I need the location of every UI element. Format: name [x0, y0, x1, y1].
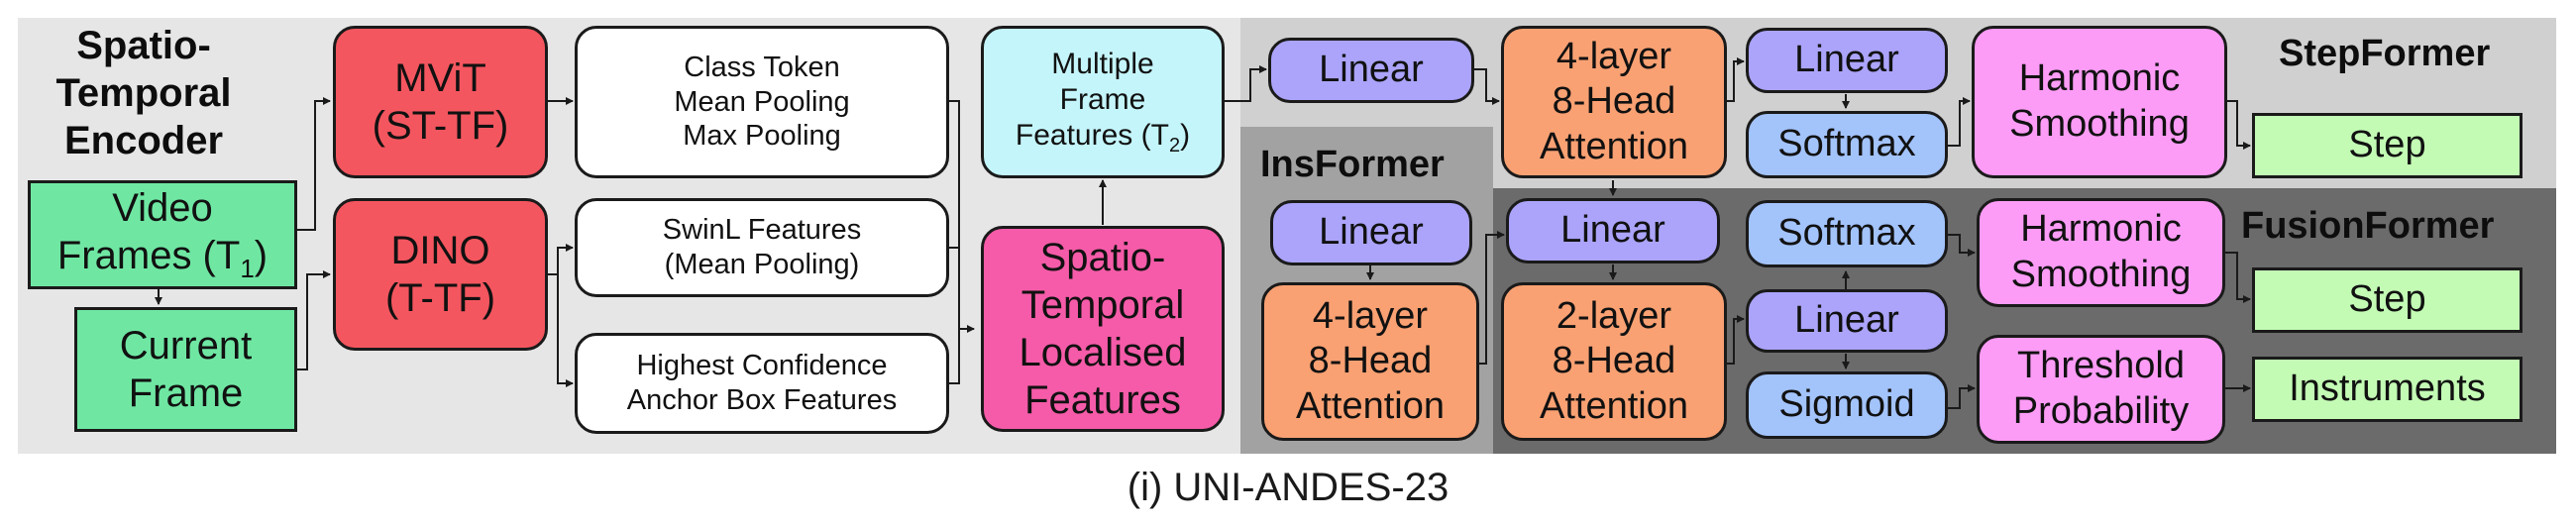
fusion-attention-box: 2-layer 8-Head Attention	[1501, 282, 1727, 441]
arrow-fussigmoid-threshold	[1948, 384, 1976, 409]
step-linear2-label: Linear	[1794, 39, 1899, 81]
ins-linear-box: Linear	[1270, 200, 1472, 265]
arrow-fussoftmax-harmonic	[1948, 234, 1976, 257]
figure-caption: (i) UNI-ANDES-23	[1127, 466, 1449, 509]
step-linear-box: Linear	[1268, 38, 1474, 103]
step-linear-label: Linear	[1319, 49, 1424, 91]
insformer-title: InsFormer	[1260, 144, 1445, 185]
arrow-features-localised	[949, 100, 974, 384]
arrow-stepsoftmax-harmonic	[1948, 97, 1971, 147]
step-harmonic-box: Harmonic Smoothing	[1972, 26, 2227, 178]
multiple-frame-close: )	[1180, 119, 1191, 152]
step-attention-label: 4-layer 8-Head Attention	[1540, 35, 1688, 167]
encoder-title: Spatio- Temporal Encoder	[55, 24, 232, 162]
arrow-dino-anchor	[557, 274, 574, 387]
fusion-linear-label: Linear	[1560, 209, 1665, 252]
fusion-softmax-box: Softmax	[1746, 200, 1948, 267]
fusion-threshold-box: Threshold Probability	[1977, 335, 2225, 444]
instruments-output-box: Instruments	[2252, 357, 2522, 422]
step-output-label: Step	[2348, 124, 2426, 166]
st-localised-label: Spatio- Temporal Localised Features	[1019, 236, 1187, 422]
mvit-box: MViT (ST-TF)	[333, 26, 548, 178]
anchor-box-features-label: Highest Confidence Anchor Box Features	[626, 350, 898, 416]
step-attention-box: 4-layer 8-Head Attention	[1501, 26, 1727, 178]
class-token-box: Class Token Mean Pooling Max Pooling	[575, 26, 949, 178]
fusion-sigmoid-box: Sigmoid	[1746, 371, 1948, 439]
fusion-linear-box: Linear	[1506, 198, 1720, 264]
arrow-insattention-fuslinear	[1479, 231, 1505, 365]
multiple-frame-features-box: Multiple Frame Features (T2)	[981, 26, 1225, 178]
ins-attention-box: 4-layer 8-Head Attention	[1261, 282, 1479, 441]
step-softmax-box: Softmax	[1746, 111, 1948, 178]
current-frame-box: Current Frame	[74, 307, 297, 432]
fusion-step-output-box: Step	[2252, 267, 2522, 333]
fusionformer-title: FusionFormer	[2241, 205, 2495, 247]
fusion-linear2-box: Linear	[1746, 289, 1948, 353]
step-harmonic-label: Harmonic Smoothing	[2009, 57, 2190, 145]
arrow-fusattention-linear2	[1727, 315, 1745, 365]
ins-attention-label: 4-layer 8-Head Attention	[1296, 294, 1445, 427]
fusion-attention-label: 2-layer 8-Head Attention	[1540, 294, 1688, 427]
ins-linear-label: Linear	[1319, 211, 1424, 254]
dino-box: DINO (T-TF)	[333, 198, 548, 351]
dino-label: DINO (T-TF)	[384, 229, 496, 320]
fusion-softmax-label: Softmax	[1777, 212, 1916, 255]
step-output-box: Step	[2252, 113, 2522, 178]
arrow-dino-swinl	[548, 244, 574, 275]
video-frames-close: )	[254, 234, 268, 278]
fusion-threshold-label: Threshold Probability	[2012, 345, 2190, 432]
step-linear2-box: Linear	[1746, 28, 1948, 93]
multiple-frame-label: Multiple Frame Features (T	[1015, 48, 1169, 152]
video-frames-box: Video Frames (T1)	[28, 180, 297, 289]
fusion-sigmoid-label: Sigmoid	[1778, 383, 1915, 426]
arrow-stepharmonic-step	[2227, 100, 2251, 150]
instruments-output-label: Instruments	[2289, 368, 2486, 410]
arrow-stepattention-linear2	[1727, 57, 1745, 102]
video-frames-subscript: 1	[240, 254, 255, 284]
multiple-frame-subscript: 2	[1168, 135, 1181, 157]
st-localised-features-box: Spatio- Temporal Localised Features	[981, 226, 1225, 432]
mvit-label: MViT (ST-TF)	[372, 56, 509, 148]
swinl-features-label: SwinL Features (Mean Pooling)	[662, 214, 862, 280]
arrow-steplinear-attention	[1474, 68, 1500, 105]
fusion-linear2-label: Linear	[1794, 299, 1899, 342]
arrow-video-mvit	[297, 97, 331, 231]
arrow-multiframe-steplinear	[1225, 65, 1267, 102]
fusion-harmonic-label: Harmonic Smoothing	[2010, 208, 2192, 295]
step-softmax-label: Softmax	[1777, 123, 1916, 165]
fusion-harmonic-box: Harmonic Smoothing	[1977, 198, 2225, 307]
swinl-features-box: SwinL Features (Mean Pooling)	[575, 198, 949, 297]
anchor-box-features-box: Highest Confidence Anchor Box Features	[575, 333, 949, 434]
class-token-label: Class Token Mean Pooling Max Pooling	[674, 51, 850, 153]
arrow-current-dino	[297, 270, 331, 370]
video-frames-label: Video Frames (T	[56, 186, 241, 278]
stepformer-title: StepFormer	[2279, 33, 2491, 74]
fusion-step-output-label: Step	[2348, 278, 2426, 321]
arrow-fusharmonic-step	[2225, 252, 2251, 303]
current-frame-label: Current Frame	[119, 324, 253, 415]
